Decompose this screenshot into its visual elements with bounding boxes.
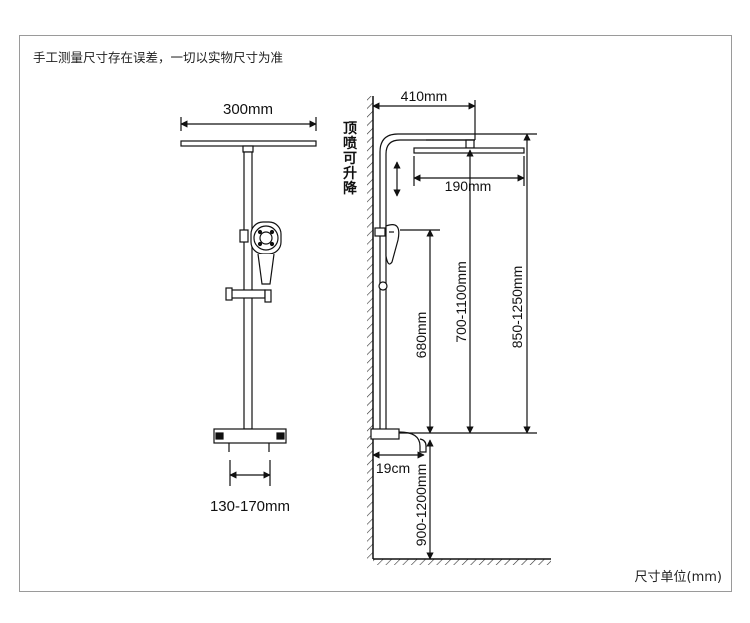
side-view: [370, 100, 537, 560]
unit-label: 尺寸单位(mm): [634, 570, 722, 585]
wall: [367, 96, 551, 565]
top-width-label: 300mm: [223, 101, 273, 118]
arm-height-label: 700-1100mm: [453, 261, 469, 342]
front-view: [180, 117, 317, 486]
svg-text:顶: 顶: [343, 121, 357, 137]
svg-text:喷: 喷: [343, 135, 357, 152]
spout-length-label: 19cm: [376, 460, 410, 476]
svg-text:升: 升: [343, 165, 357, 182]
install-height-label: 900-1200mm: [413, 464, 429, 547]
bottom-width-label: 130-170mm: [210, 498, 290, 515]
lift-label: 顶 喷 可 升 降: [343, 121, 358, 197]
head-height-label: 850-1250mm: [509, 266, 525, 349]
svg-text:可: 可: [343, 151, 357, 167]
svg-text:降: 降: [343, 180, 358, 197]
head-width-label: 190mm: [445, 178, 492, 194]
handheld-height-label: 680mm: [413, 312, 429, 359]
diagram-frame: [19, 35, 732, 592]
measurement-note: 手工测量尺寸存在误差，一切以实物尺寸为准: [33, 50, 284, 65]
arm-length-label: 410mm: [401, 88, 448, 104]
